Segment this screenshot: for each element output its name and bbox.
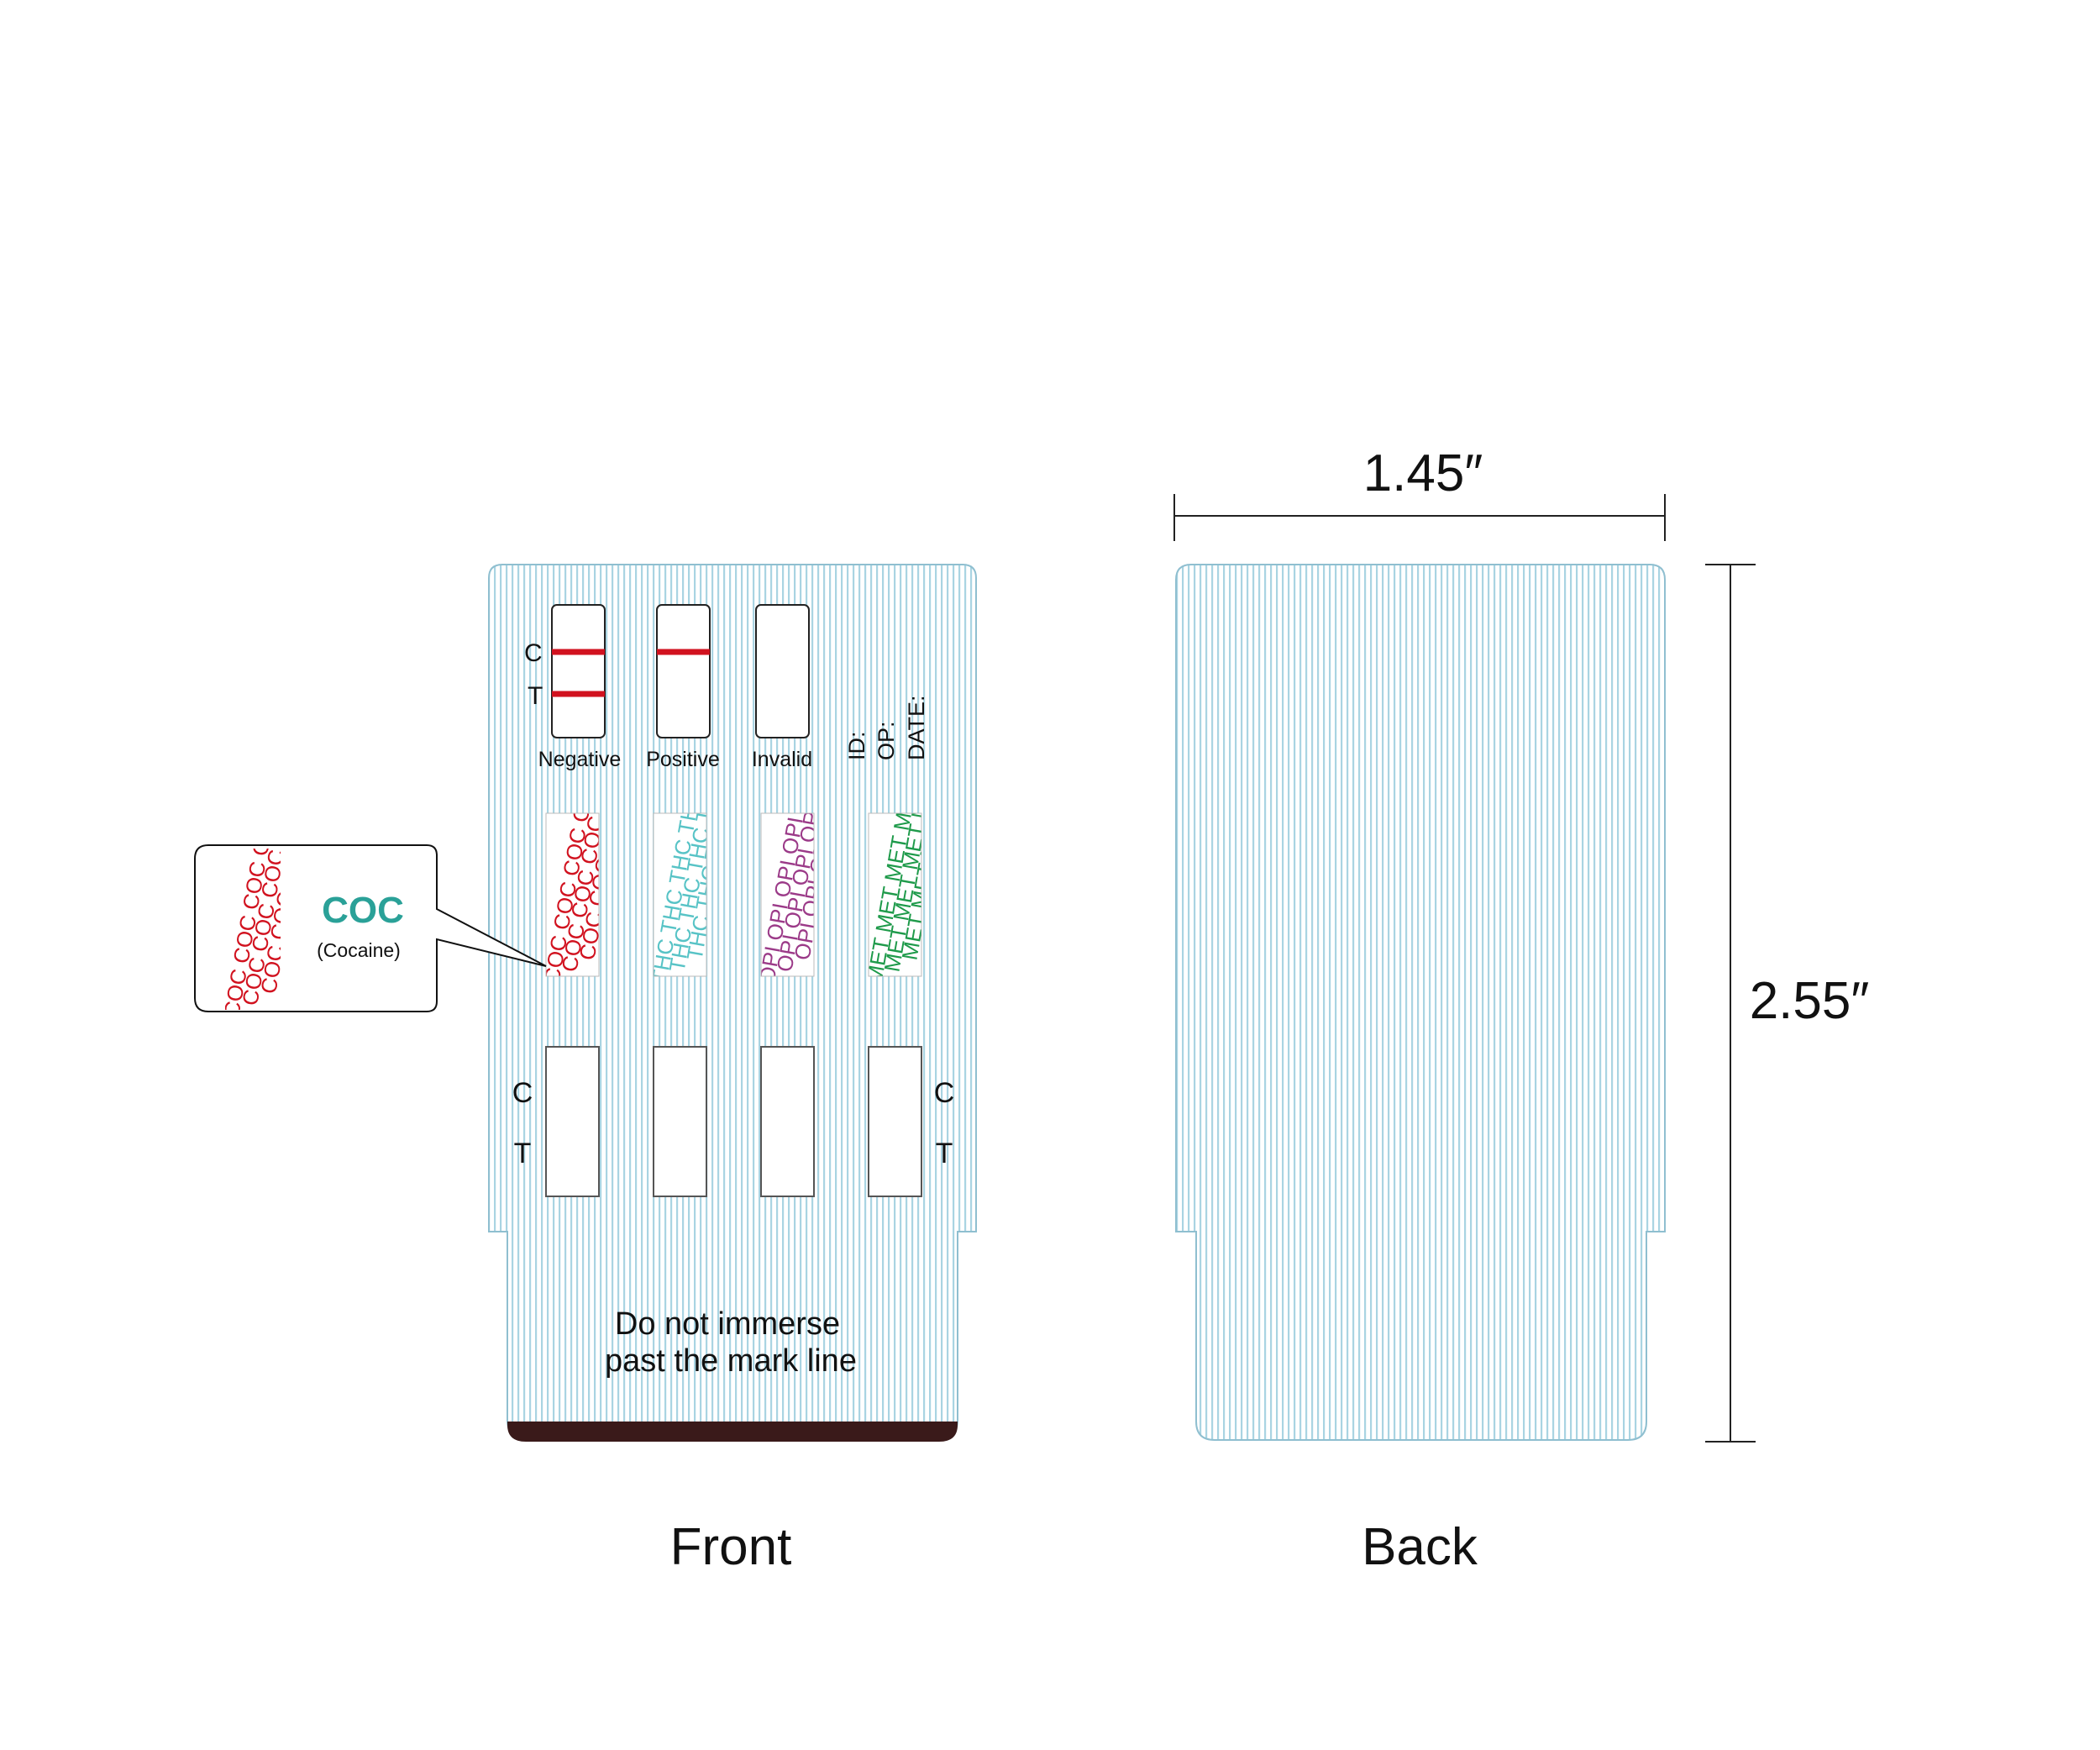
record-fields: ID: OP: DATE: (844, 695, 929, 760)
negative-label: Negative (538, 748, 622, 771)
result-window-3 (760, 1046, 815, 1197)
height-label: 2.55″ (1750, 972, 1870, 1030)
drug-strips: COC COC COC COC COC COC COC COC COC COC … (545, 812, 922, 977)
back-card-body (1175, 564, 1666, 1441)
window-left-c-label: C (512, 1077, 533, 1109)
result-window-2 (653, 1046, 707, 1197)
warning-line-2: past the mark line (605, 1343, 857, 1379)
id-field-label: ID: (844, 731, 869, 760)
window-right-c-label: C (934, 1077, 955, 1109)
immersion-mark-band (507, 1422, 958, 1442)
key-c-label: C (524, 639, 543, 667)
callout-strip-sample: COC COC COC COC COC COC COC COC COC COC … (225, 849, 281, 1010)
back-caption: Back (1362, 1518, 1478, 1576)
width-label: 1.45″ (1363, 444, 1483, 502)
positive-label: Positive (646, 748, 720, 771)
callout-code: COC (322, 890, 404, 931)
result-window-1 (545, 1046, 600, 1197)
key-t-label: T (528, 682, 543, 710)
window-right-t-label: T (936, 1138, 953, 1169)
strip-met: MET MET MET MET MET MET MET MET MET MET … (868, 812, 922, 977)
width-dimension: 1.45″ (1173, 444, 1666, 541)
front-caption: Front (670, 1518, 792, 1576)
result-window-4 (868, 1046, 922, 1197)
date-field-label: DATE: (904, 695, 929, 760)
callout-name: (Cocaine) (317, 939, 401, 961)
strip-opi: OPI OPI OPI OPI OPI OPI OPI OPI OPI OPI … (760, 812, 815, 977)
invalid-label: Invalid (752, 748, 812, 771)
callout-bubble (194, 844, 547, 1012)
window-left-t-label: T (514, 1138, 532, 1169)
warning-line-1: Do not immerse (615, 1306, 840, 1342)
strip-callout: COC COC COC COC COC COC COC COC COC COC … (194, 844, 547, 1012)
result-windows: C T C T (512, 1046, 955, 1197)
invalid-window (755, 604, 810, 738)
front-card: C T Negative Positive Invalid ID: OP: DA… (488, 564, 977, 1576)
positive-window (656, 604, 711, 738)
result-key: C T Negative Positive Invalid (524, 604, 812, 771)
back-card: Back (1175, 564, 1666, 1576)
negative-window (551, 604, 606, 738)
strip-coc: COC COC COC COC COC COC COC COC COC COC … (545, 812, 600, 977)
op-field-label: OP: (874, 721, 899, 760)
strip-thc: THC THC THC THC THC THC THC THC THC THC … (653, 812, 707, 977)
height-dimension: 2.55″ (1705, 564, 1870, 1443)
